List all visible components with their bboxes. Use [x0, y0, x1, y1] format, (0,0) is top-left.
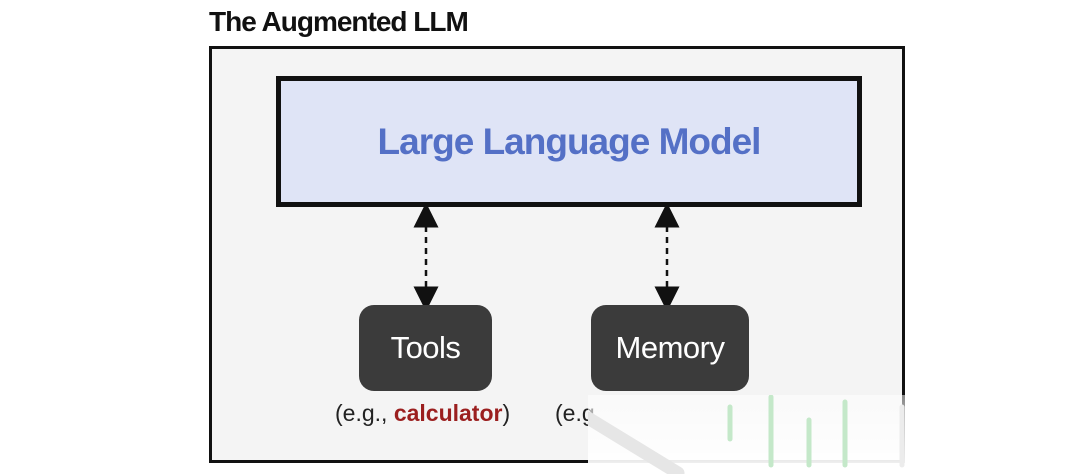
tools-caption-highlight: calculator — [393, 400, 503, 426]
tools-box: Tools — [359, 305, 492, 391]
bottom-right-fade-overlay — [588, 395, 928, 474]
tools-caption-suffix: ) — [502, 400, 511, 426]
memory-box: Memory — [591, 305, 749, 391]
large-language-model-box: Large Language Model — [276, 76, 862, 207]
tools-caption-prefix: (e.g., — [335, 400, 394, 426]
diagram-title: The Augmented LLM — [209, 6, 469, 37]
partial-occlusion-marks — [588, 395, 905, 474]
tools-example-caption: (e.g., calculator) — [335, 400, 510, 427]
